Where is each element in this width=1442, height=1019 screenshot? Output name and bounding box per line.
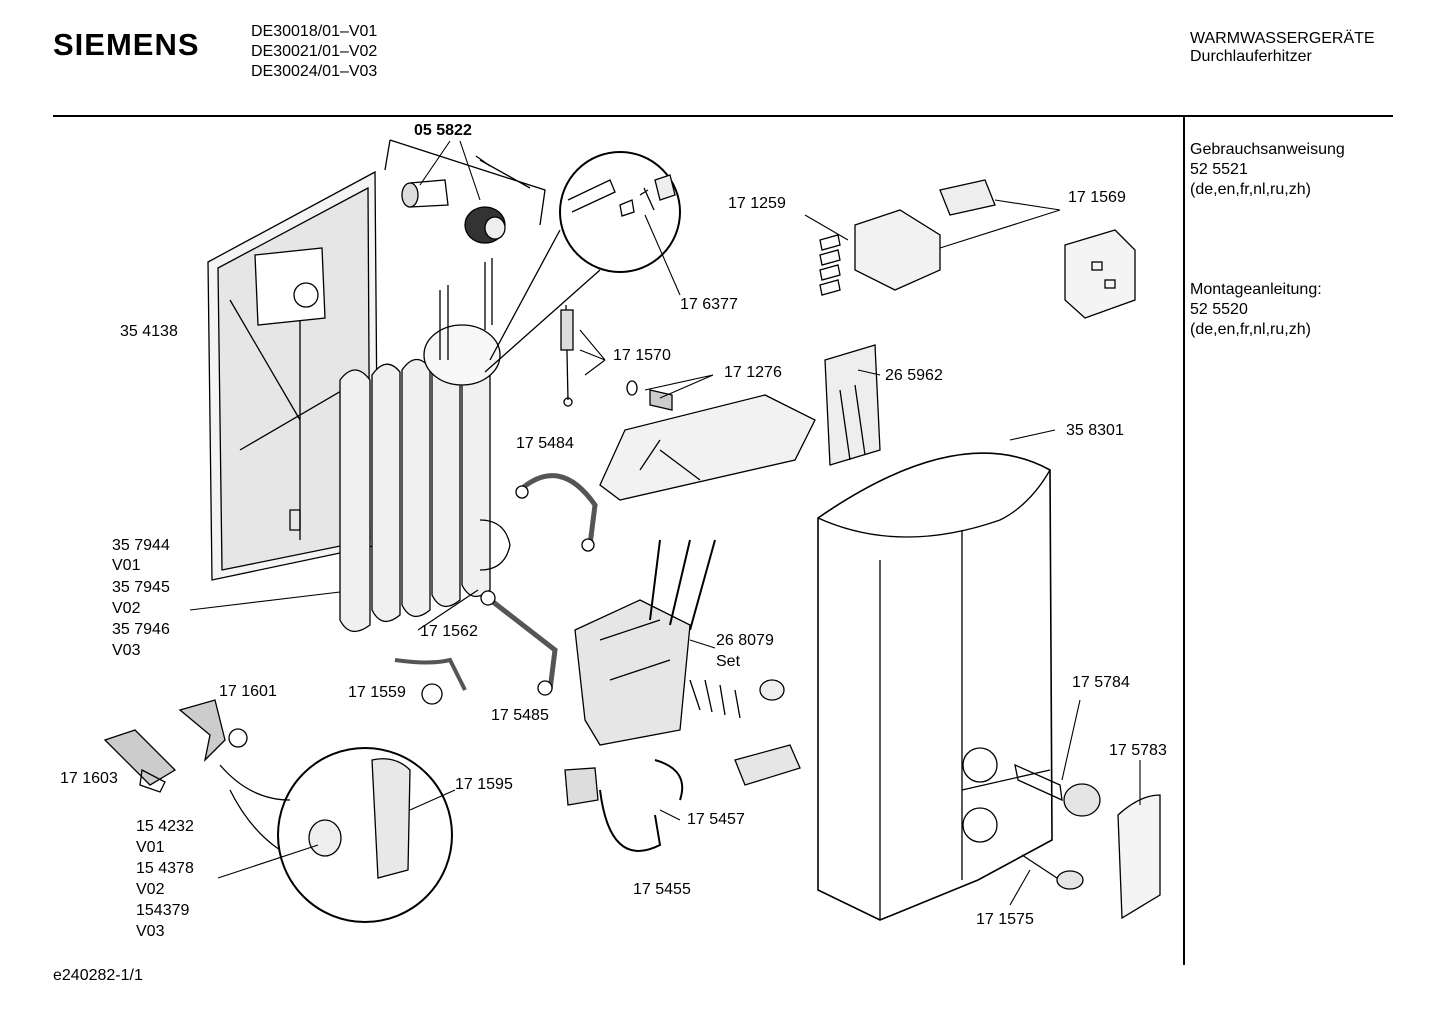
part-label: 17 5783: [1109, 742, 1167, 759]
detail-circle-bottom: [219, 747, 453, 923]
install-number: 52 5520: [1190, 301, 1248, 318]
part-label: 17 1569: [1068, 189, 1126, 206]
model-number: DE30021/01–V02: [251, 43, 378, 60]
part-label: 17 5784: [1072, 674, 1130, 691]
part-label: 35 7946: [112, 621, 170, 638]
model-list: DE30018/01–V01 DE30021/01–V02 DE30024/01…: [251, 22, 377, 82]
model-number: DE30018/01–V01: [251, 23, 378, 40]
hose-5485: [480, 590, 558, 696]
part-label: 35 8301: [1066, 422, 1124, 439]
part-label: 35 7944: [112, 537, 170, 554]
leader-lines: [189, 140, 1141, 906]
plug-part: [734, 744, 801, 786]
part-label: 17 5484: [516, 435, 574, 452]
variant-label: V02: [136, 881, 165, 898]
part-label: 154379: [136, 902, 190, 919]
part-label: 17 1575: [976, 911, 1034, 928]
part-label: 17 5455: [633, 881, 691, 898]
electronics-module-part: [574, 539, 785, 746]
install-info: Montageanleitung: 52 5520 (de,en,fr,nl,r…: [1190, 280, 1322, 340]
part-label: Set: [716, 653, 741, 670]
variant-label: V01: [112, 557, 141, 574]
part-label: 17 1276: [724, 364, 782, 381]
variant-label: V03: [112, 642, 141, 659]
pipe-1559: [394, 657, 467, 705]
part-label: 17 1570: [613, 347, 671, 364]
part-label: 17 1595: [455, 776, 513, 793]
cover-tray-part: [599, 394, 816, 501]
part-label: 35 7945: [112, 579, 170, 596]
install-title: Montageanleitung:: [1190, 281, 1322, 298]
sidebar-divider: [1183, 117, 1185, 965]
variant-label: V02: [112, 600, 141, 617]
manual-info: Gebrauchsanweisung 52 5521 (de,en,fr,nl,…: [1190, 140, 1345, 200]
part-label: 05 5822: [414, 122, 472, 139]
part-label: 17 5485: [491, 707, 549, 724]
manual-title: Gebrauchsanweisung: [1190, 141, 1345, 158]
terminal-cover-part: [1064, 229, 1136, 319]
control-knob-part: [1014, 763, 1101, 890]
back-panel-part: [207, 170, 379, 581]
variant-label: V03: [136, 923, 165, 940]
category-subtitle: Durchlauferhitzer: [1190, 48, 1312, 65]
part-label: 17 1562: [420, 623, 478, 640]
valve-parts: [384, 139, 546, 244]
part-label: 15 4378: [136, 860, 194, 877]
part-label: 17 1601: [219, 683, 277, 700]
part-label: 17 6377: [680, 296, 738, 313]
brand-logo: SIEMENS: [53, 27, 200, 62]
category-title: WARMWASSERGERÄTE: [1190, 30, 1375, 47]
switch-block-part: [824, 344, 881, 466]
manual-number: 52 5521: [1190, 161, 1248, 178]
detail-circle-top: [484, 151, 681, 373]
heating-element-part: [339, 258, 511, 632]
housing-cover-part: [817, 452, 1053, 921]
part-label: 26 5962: [885, 367, 943, 384]
part-label: 17 1559: [348, 684, 406, 701]
model-number: DE30024/01–V03: [251, 63, 378, 80]
install-languages: (de,en,fr,nl,ru,zh): [1190, 321, 1311, 338]
terminal-block-part: [819, 179, 996, 296]
part-label: 15 4232: [136, 818, 194, 835]
category-heading: WARMWASSERGERÄTE Durchlauferhitzer: [1190, 30, 1375, 66]
sensor-cable-part: [564, 759, 684, 852]
pressure-switch-rod: [560, 304, 574, 407]
valve-fitting-part: [103, 699, 248, 793]
side-trim-part: [1117, 794, 1161, 920]
document-code: e240282-1/1: [53, 967, 143, 984]
header-divider: [53, 115, 1393, 117]
variant-label: V01: [136, 839, 165, 856]
part-label: 26 8079: [716, 632, 774, 649]
part-label: 35 4138: [120, 323, 178, 340]
part-label: 17 5457: [687, 811, 745, 828]
manual-languages: (de,en,fr,nl,ru,zh): [1190, 181, 1311, 198]
hose-5484: [515, 473, 598, 552]
part-label: 17 1603: [60, 770, 118, 787]
part-label: 17 1259: [728, 195, 786, 212]
